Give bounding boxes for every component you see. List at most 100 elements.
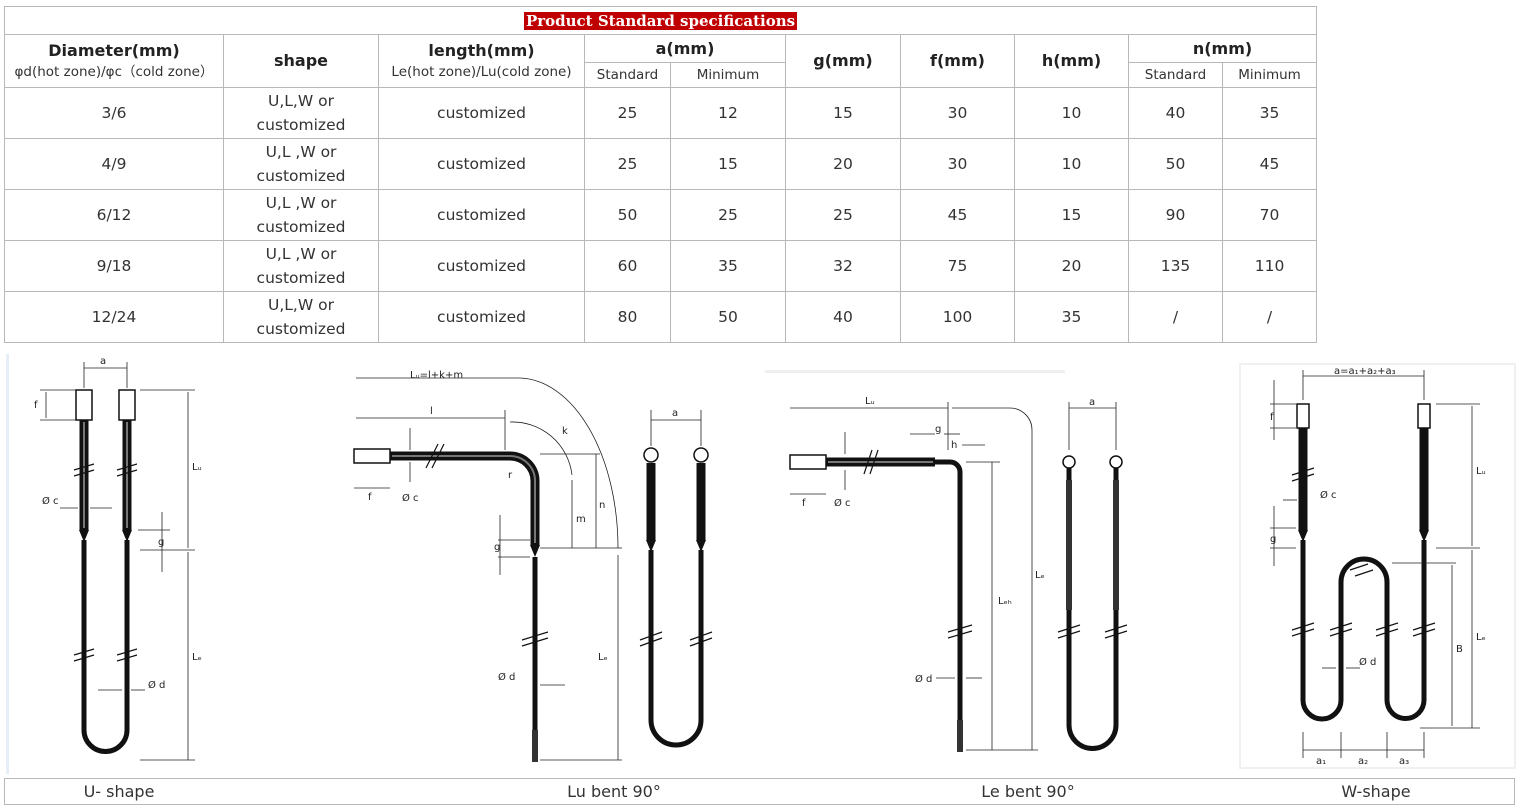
cell-n-min: 35 [1221,87,1318,139]
cell-diameter: 12/24 [4,291,224,343]
cell-n-std: 135 [1128,240,1223,292]
cell-n-std: / [1128,291,1223,343]
cell-diameter: 6/12 [4,189,224,241]
title-row: Product Standard specifications [3,6,1318,35]
lu-label-l: l [430,406,433,417]
cell-a-min: 35 [670,240,786,292]
u-hot-zone-loop [81,540,130,754]
lu-label-formula: Lᵤ=l+k+m [410,370,463,381]
header-n-standard: Standard [1128,62,1223,88]
spec-table: Product Standard specifications Diameter… [3,6,1318,343]
le-side-label-a: a [1089,397,1095,408]
le-hot-zone [935,459,963,750]
cell-f: 45 [900,189,1015,241]
cell-g: 25 [785,189,901,241]
w-label-a1: a₁ [1316,756,1326,767]
le-label-g: g [935,424,941,435]
w-label-b: B [1456,644,1463,655]
u-cold-end-right [118,389,136,421]
le-label-od: Ø d [915,673,932,685]
w-label-lu: Lᵤ [1476,466,1486,477]
w-label-le: Lₑ [1476,632,1486,643]
cell-h: 15 [1014,189,1129,241]
cell-a-std: 50 [584,189,671,241]
cell-length: customized [378,138,585,190]
caption-w-shape: W-shape [1341,782,1411,801]
cell-shape-line1: U,L ,W or [265,194,337,212]
cell-a-std: 60 [584,240,671,292]
le-side-loop [1066,468,1119,751]
lu-label-m: m [576,514,586,525]
cell-n-std: 90 [1128,189,1223,241]
cell-f: 100 [900,291,1015,343]
header-diameter: Diameter(mm) φd(hot zone)/φc（cold zone） [4,34,224,88]
le-label-h: h [951,440,957,451]
cell-g: 15 [785,87,901,139]
w-loop [1300,540,1427,722]
header-g: g(mm) [785,34,901,88]
header-length: length(mm) Le(hot zone)/Lu(cold zone) [378,34,585,88]
cell-length: customized [378,189,585,241]
u-label-a: a [100,356,106,367]
w-label-formula: a=a₁+a₂+a₃ [1334,366,1396,377]
cell-shape-line1: U,L,W or [268,92,334,110]
u-label-g: g [158,537,164,548]
le-label-f: f [802,498,806,509]
le-cold-end [789,454,827,470]
lu-label-k: k [562,426,568,437]
caption-le-bent: Le bent 90° [981,782,1075,801]
u-shape-diagram: a f Ø c g Lᵤ Lₑ Ø d [34,356,202,761]
left-accent-bar [6,354,9,774]
cell-g: 20 [785,138,901,190]
cell-n-min: 110 [1221,240,1318,292]
cell-shape: U,L ,W or customized [223,189,379,241]
w-panel-frame [1239,363,1516,769]
cell-n-min: / [1221,291,1318,343]
cell-diameter: 9/18 [4,240,224,292]
w-shape-diagram: a=a₁+a₂+a₃ f Ø c g Lᵤ Lₑ B Ø d a₁ a₂ a₃ [1270,366,1486,767]
cell-shape-line2: customized [256,218,346,236]
cell-h: 10 [1014,138,1129,190]
w-label-od: Ø d [1359,656,1376,668]
cell-shape: U,L ,W or customized [223,138,379,190]
cell-a-std: 80 [584,291,671,343]
u-label-le: Lₑ [192,652,202,663]
lu-label-f: f [368,492,372,503]
caption-bar: U- shape Lu bent 90° Le bent 90° W-shape [4,778,1515,805]
cell-shape-line1: U,L ,W or [265,143,337,161]
cell-n-std: 40 [1128,87,1223,139]
le-panel-edge [765,370,1065,373]
u-label-lu: Lᵤ [192,462,202,473]
lu-bent-diagram: Lᵤ=l+k+m l k r m n g Lₑ f Ø c Ø d a [353,370,713,762]
cell-n-std: 50 [1128,138,1223,190]
lu-label-od: Ø d [498,671,515,683]
le-label-leh: Lₑₕ [998,596,1012,607]
cell-length: customized [378,291,585,343]
lu-dim-k [509,421,573,476]
cell-shape-line2: customized [256,320,346,338]
le-dim-le [1009,407,1033,750]
subheader-row: Standard Minimum Standard Minimum [5,62,1318,88]
le-label-oc: Ø c [834,497,851,509]
cell-a-std: 25 [584,87,671,139]
cell-g: 40 [785,291,901,343]
cell-shape-line2: customized [256,167,346,185]
cell-g: 32 [785,240,901,292]
lu-label-r: r [508,470,513,481]
lu-label-le: Lₑ [598,652,608,663]
cell-n-min: 70 [1221,189,1318,241]
header-a-minimum: Minimum [670,62,786,88]
cell-a-std: 25 [584,138,671,190]
cell-a-min: 15 [670,138,786,190]
cell-diameter: 4/9 [4,138,224,190]
cell-a-min: 50 [670,291,786,343]
cell-f: 30 [900,138,1015,190]
table-title: Product Standard specifications [523,11,798,30]
w-label-f: f [1270,412,1274,423]
caption-u-shape: U- shape [83,782,155,801]
